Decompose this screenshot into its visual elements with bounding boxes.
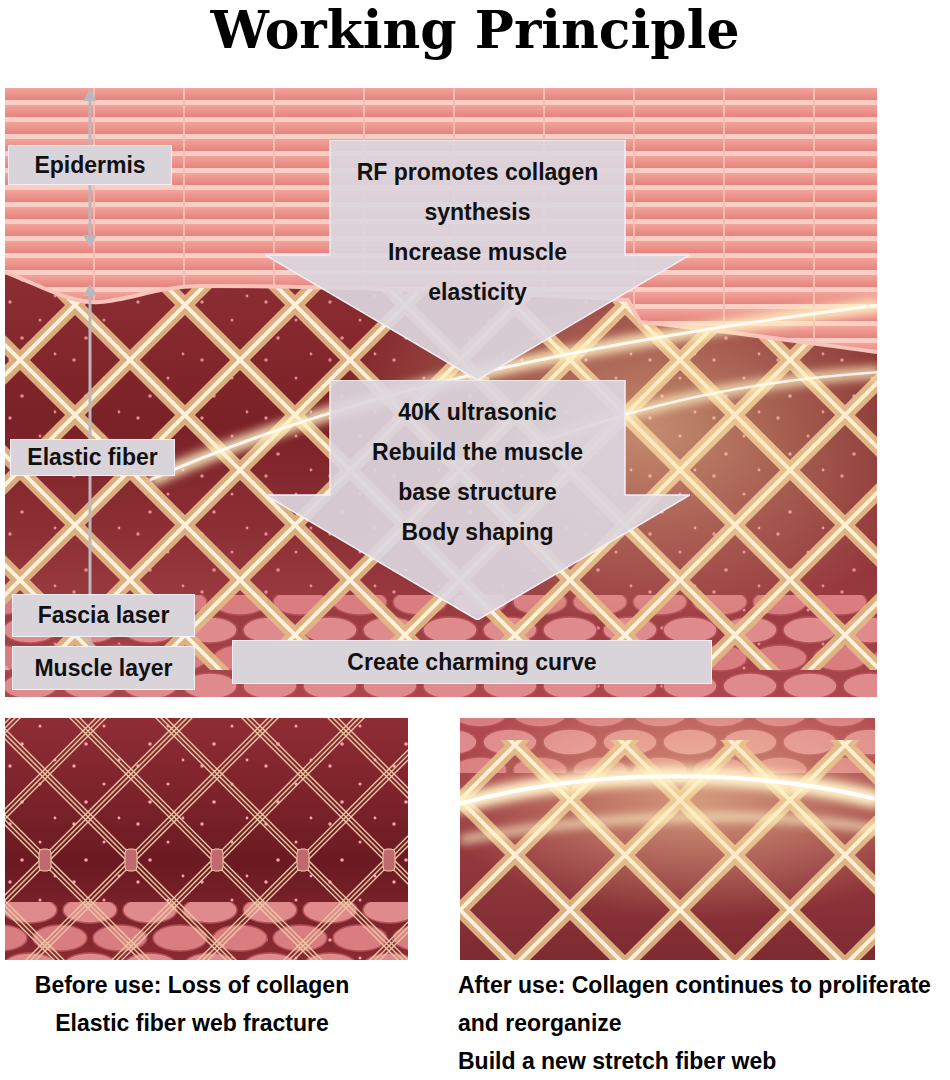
caption-slot: Build a new stretch fiber web xyxy=(458,1042,942,1080)
layer-label: Elastic fiber xyxy=(10,439,175,476)
before-panel xyxy=(5,718,408,960)
process-arrow: RF promotes collagen synthesisIncrease m… xyxy=(265,140,690,380)
arrow-text: RF promotes collagen synthesis xyxy=(350,152,605,232)
label-text: Muscle layer xyxy=(34,655,172,681)
label-text: Create charming curve xyxy=(347,649,596,675)
arrow-head xyxy=(83,284,97,296)
particles xyxy=(5,718,408,960)
caption-slot: Before use: Loss of collagen xyxy=(12,966,372,1004)
energy-glow xyxy=(460,817,875,840)
title-slot: Working Principle xyxy=(0,0,950,60)
caption-text: Before use: Loss of collagen xyxy=(12,966,372,1004)
fiber-knot xyxy=(39,849,51,871)
skin-section xyxy=(5,88,877,697)
caption-text: After use: Collagen continues to prolife… xyxy=(458,966,942,1042)
label-text: Elastic fiber xyxy=(27,444,157,470)
arrow-outline xyxy=(265,140,690,380)
arrow-text: Increase muscle elasticity xyxy=(350,232,605,312)
layer-label: Fascia laser xyxy=(12,594,195,637)
fiber-knot xyxy=(383,849,395,871)
panel-ground xyxy=(5,718,408,960)
energy-glow xyxy=(460,776,875,805)
arrow-outline xyxy=(265,380,690,620)
caption-text: Elastic fiber web fracture xyxy=(12,1004,372,1042)
result-box: Create charming curve xyxy=(232,640,712,684)
label-text: Epidermis xyxy=(34,152,145,178)
layer-label: Muscle layer xyxy=(12,646,195,690)
arrow-text: Rebuild the muscle base structure xyxy=(350,432,605,512)
label-text: Fascia laser xyxy=(38,602,170,628)
arrow-text: 40K ultrasonic xyxy=(350,392,605,432)
process-arrow: 40K ultrasonicRebuild the muscle base st… xyxy=(265,380,690,620)
fiber-knot xyxy=(211,849,223,871)
fiber-knot xyxy=(297,849,309,871)
arrow-head xyxy=(83,235,97,247)
title: Working Principle xyxy=(0,0,950,60)
after-panel xyxy=(460,718,875,960)
caption-slot: After use: Collagen continues to prolife… xyxy=(458,966,942,1042)
layer-label: Epidermis xyxy=(8,145,172,185)
arrow-text: Body shaping xyxy=(350,512,605,552)
caption-text: Build a new stretch fiber web xyxy=(458,1042,942,1080)
fiber-knot xyxy=(125,849,137,871)
caption-slot: Elastic fiber web fracture xyxy=(12,1004,372,1042)
energy-arc xyxy=(460,776,875,805)
arrow-head xyxy=(83,89,97,101)
broken-fiber-web xyxy=(5,718,408,960)
warm-glow xyxy=(460,718,875,920)
